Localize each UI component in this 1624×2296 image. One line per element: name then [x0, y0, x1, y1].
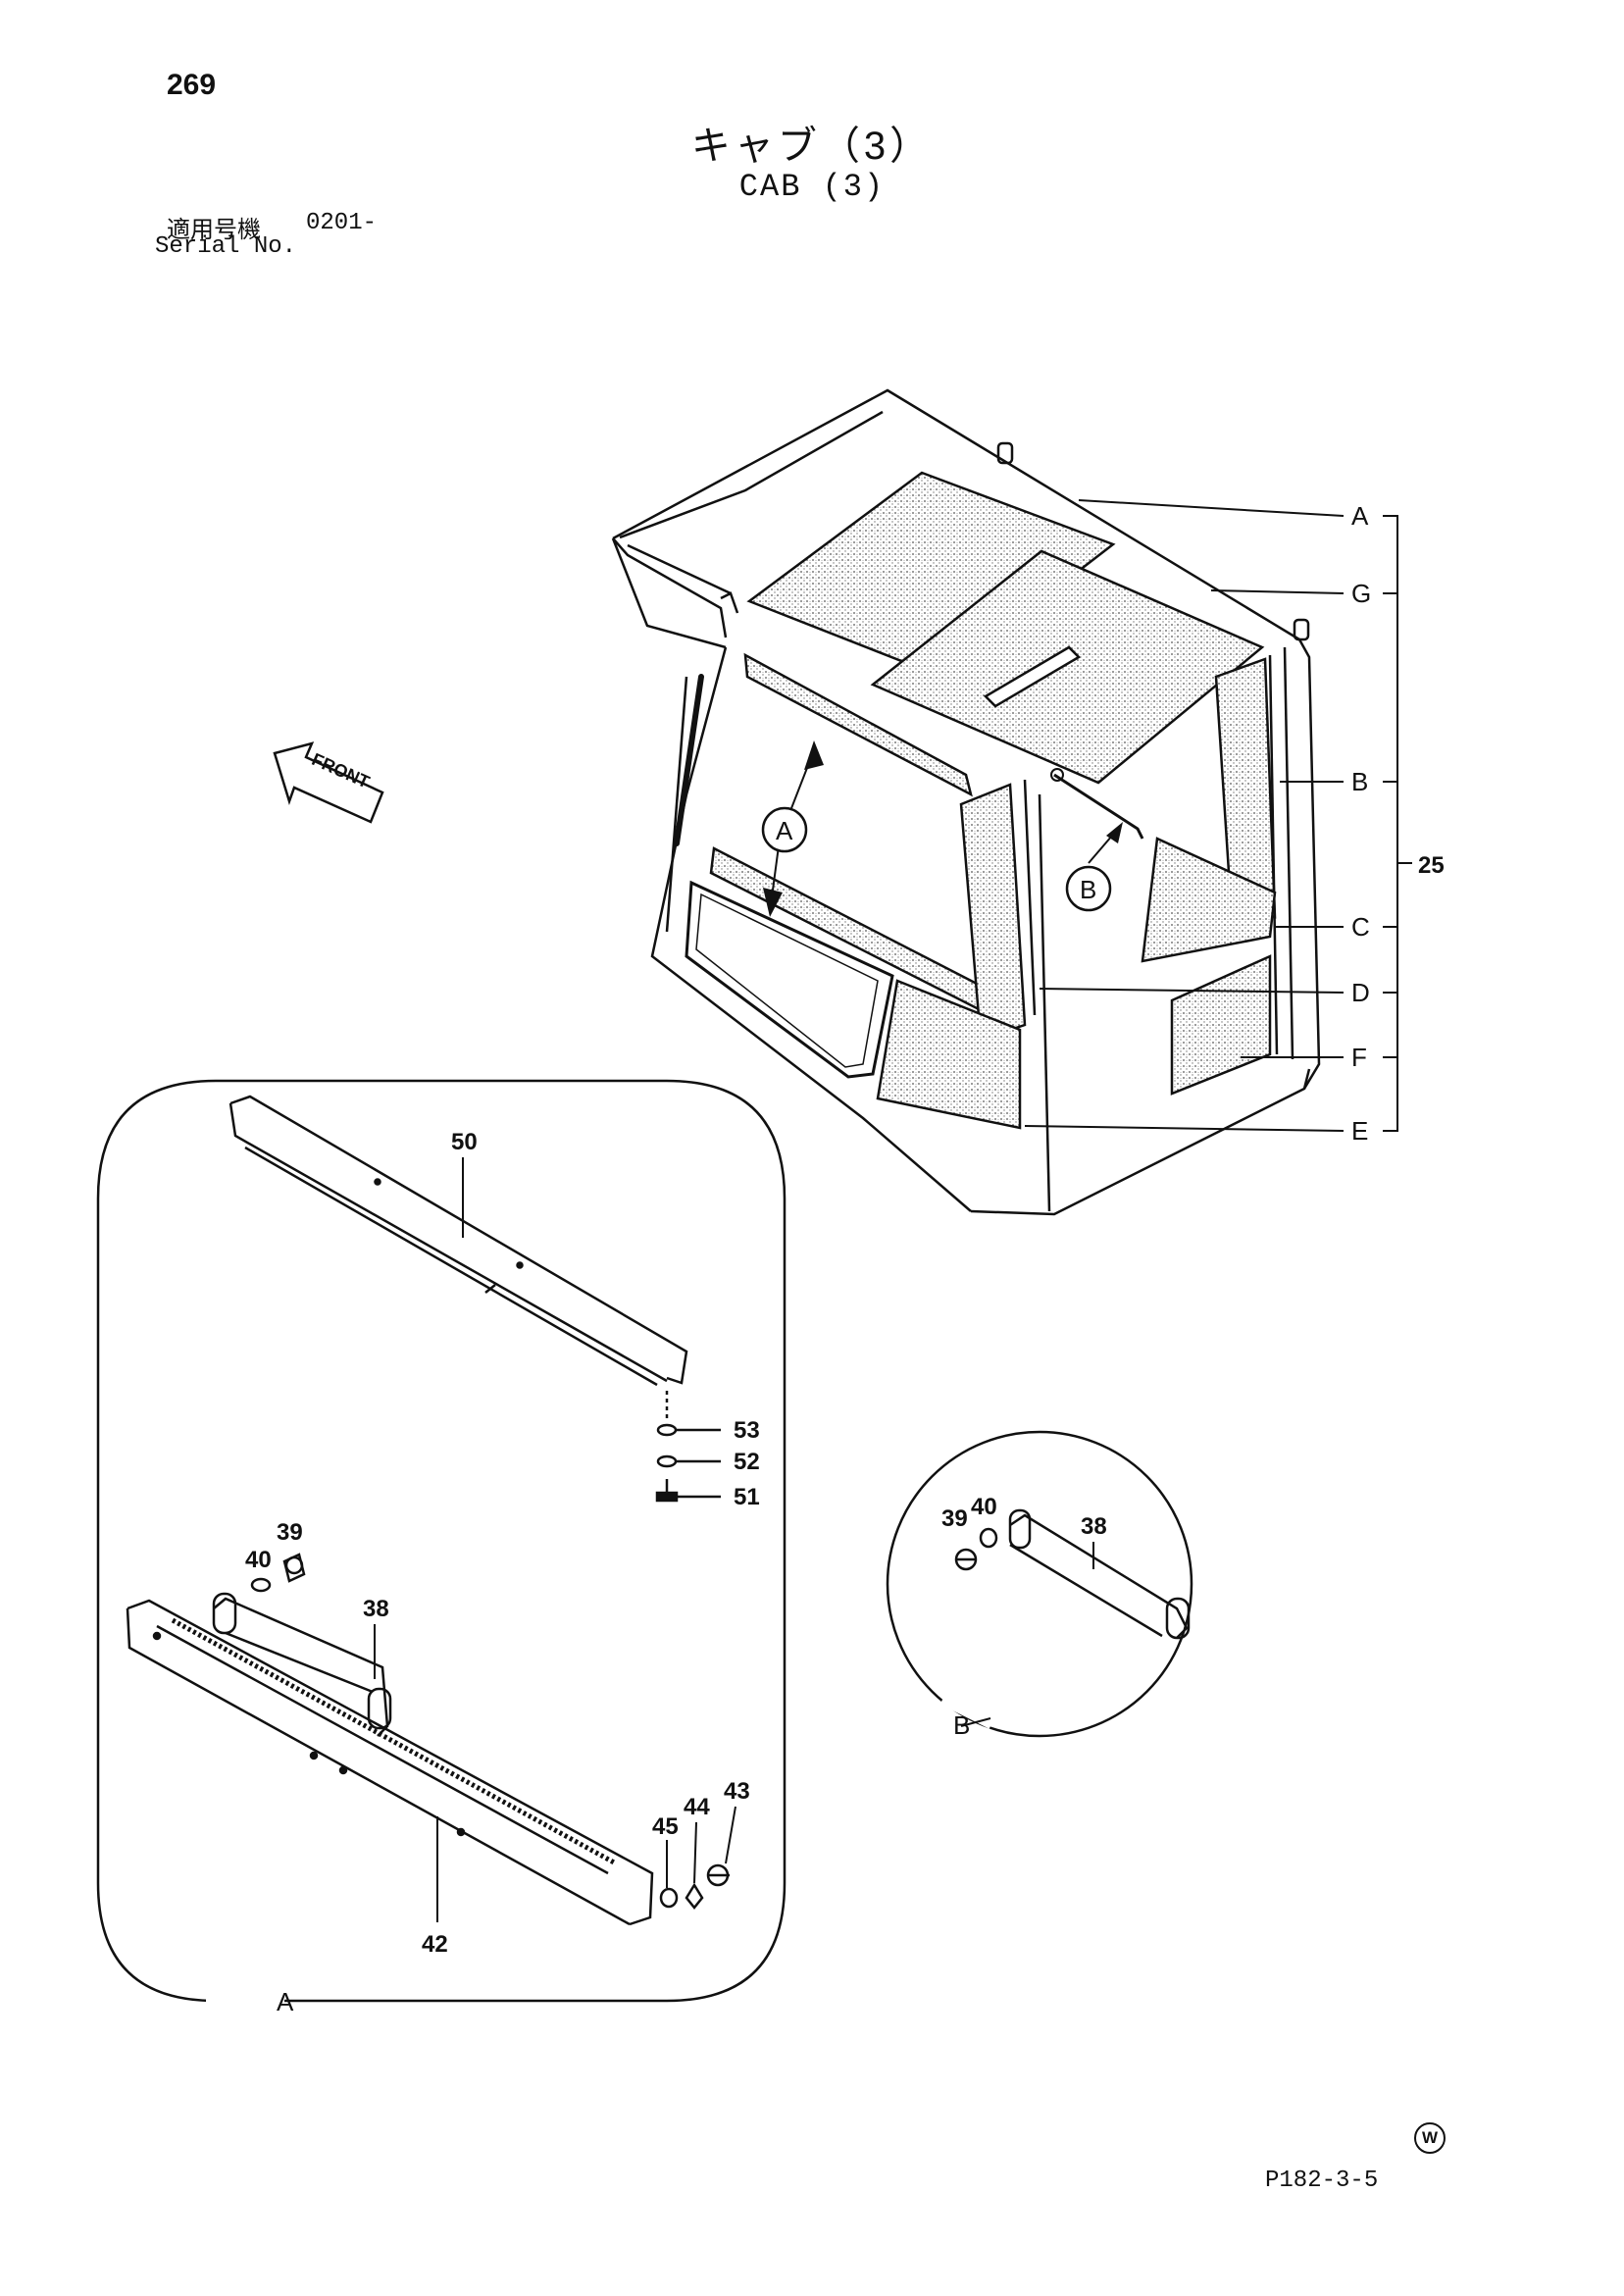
part-52: 52 [734, 1449, 760, 1475]
view-marker-a-circle [761, 806, 808, 853]
page-number: 269 [167, 69, 217, 101]
front-glass-strip-upper [743, 652, 973, 797]
callout-A: A [1351, 501, 1369, 531]
part-45: 45 [652, 1813, 679, 1840]
view-marker-A: A [776, 816, 793, 845]
part-38-handrail-a [212, 1592, 392, 1737]
part-43: 43 [724, 1778, 750, 1805]
part-44: 44 [684, 1794, 710, 1820]
part-39-a: 39 [277, 1519, 303, 1546]
detail-a-label: A [277, 1987, 294, 2016]
callout-G: G [1351, 579, 1371, 608]
part-51: 51 [734, 1484, 760, 1510]
detail-a-fasteners-lower [659, 1863, 730, 1911]
group-number: 25 [1418, 852, 1445, 879]
callout-B: B [1351, 767, 1368, 796]
callout-C: C [1351, 912, 1370, 942]
part-50: 50 [451, 1129, 478, 1155]
rear-pillar-panel [1214, 657, 1277, 919]
part-40-b: 40 [971, 1494, 997, 1520]
title-english: CAB (3) [738, 169, 886, 205]
roof-panels [746, 471, 1265, 785]
front-direction-arrow: FRONT [273, 741, 384, 824]
roof-panel-rear [870, 549, 1265, 785]
front-glass-strip-lower [709, 846, 983, 1013]
serial-label-english: Serial No. [155, 233, 297, 260]
part-38-handrail-b [1008, 1508, 1191, 1640]
rail-fasteners [655, 1391, 721, 1503]
detail-b-frame [886, 1430, 1193, 1738]
detail-b-label: B [953, 1710, 970, 1740]
rear-side-panel-upper [1141, 837, 1277, 963]
cab-handrail [1053, 773, 1144, 840]
roof-opening [983, 645, 1082, 708]
roof-panel-front [746, 471, 1116, 679]
part-38-b: 38 [1081, 1513, 1107, 1540]
callout-F: F [1351, 1043, 1367, 1072]
watermark-symbol: W [1414, 2122, 1446, 2154]
serial-label-japanese: 適用号機 [167, 217, 261, 243]
lower-front-window [685, 880, 894, 1079]
part-53: 53 [734, 1417, 760, 1444]
rear-side-panel-lower [1170, 954, 1272, 1096]
part-42: 42 [422, 1931, 448, 1958]
cab-assembly [611, 388, 1321, 1216]
lower-side-panel [876, 979, 1022, 1130]
view-marker-B: B [1080, 875, 1096, 904]
detail-a-frame [96, 1079, 787, 2003]
detail-b-fasteners [954, 1527, 998, 1571]
part-39-b: 39 [941, 1505, 968, 1532]
serial-value: 0201- [306, 210, 378, 236]
callout-leaders [769, 499, 1412, 1132]
part-42-lower-rail [126, 1599, 654, 1926]
drawing-code: P182-3-5 [1265, 2168, 1379, 2194]
part-40-a: 40 [245, 1547, 272, 1573]
part-38-a: 38 [363, 1596, 389, 1622]
door-panel-front [959, 783, 1027, 1042]
callout-D: D [1351, 978, 1370, 1007]
callout-E: E [1351, 1116, 1368, 1146]
view-marker-b-circle [1065, 865, 1112, 912]
detail-a-fasteners-upper [250, 1553, 306, 1593]
part-50-upper-rail [228, 1095, 688, 1387]
title-japanese: キャブ（3） [690, 125, 934, 168]
